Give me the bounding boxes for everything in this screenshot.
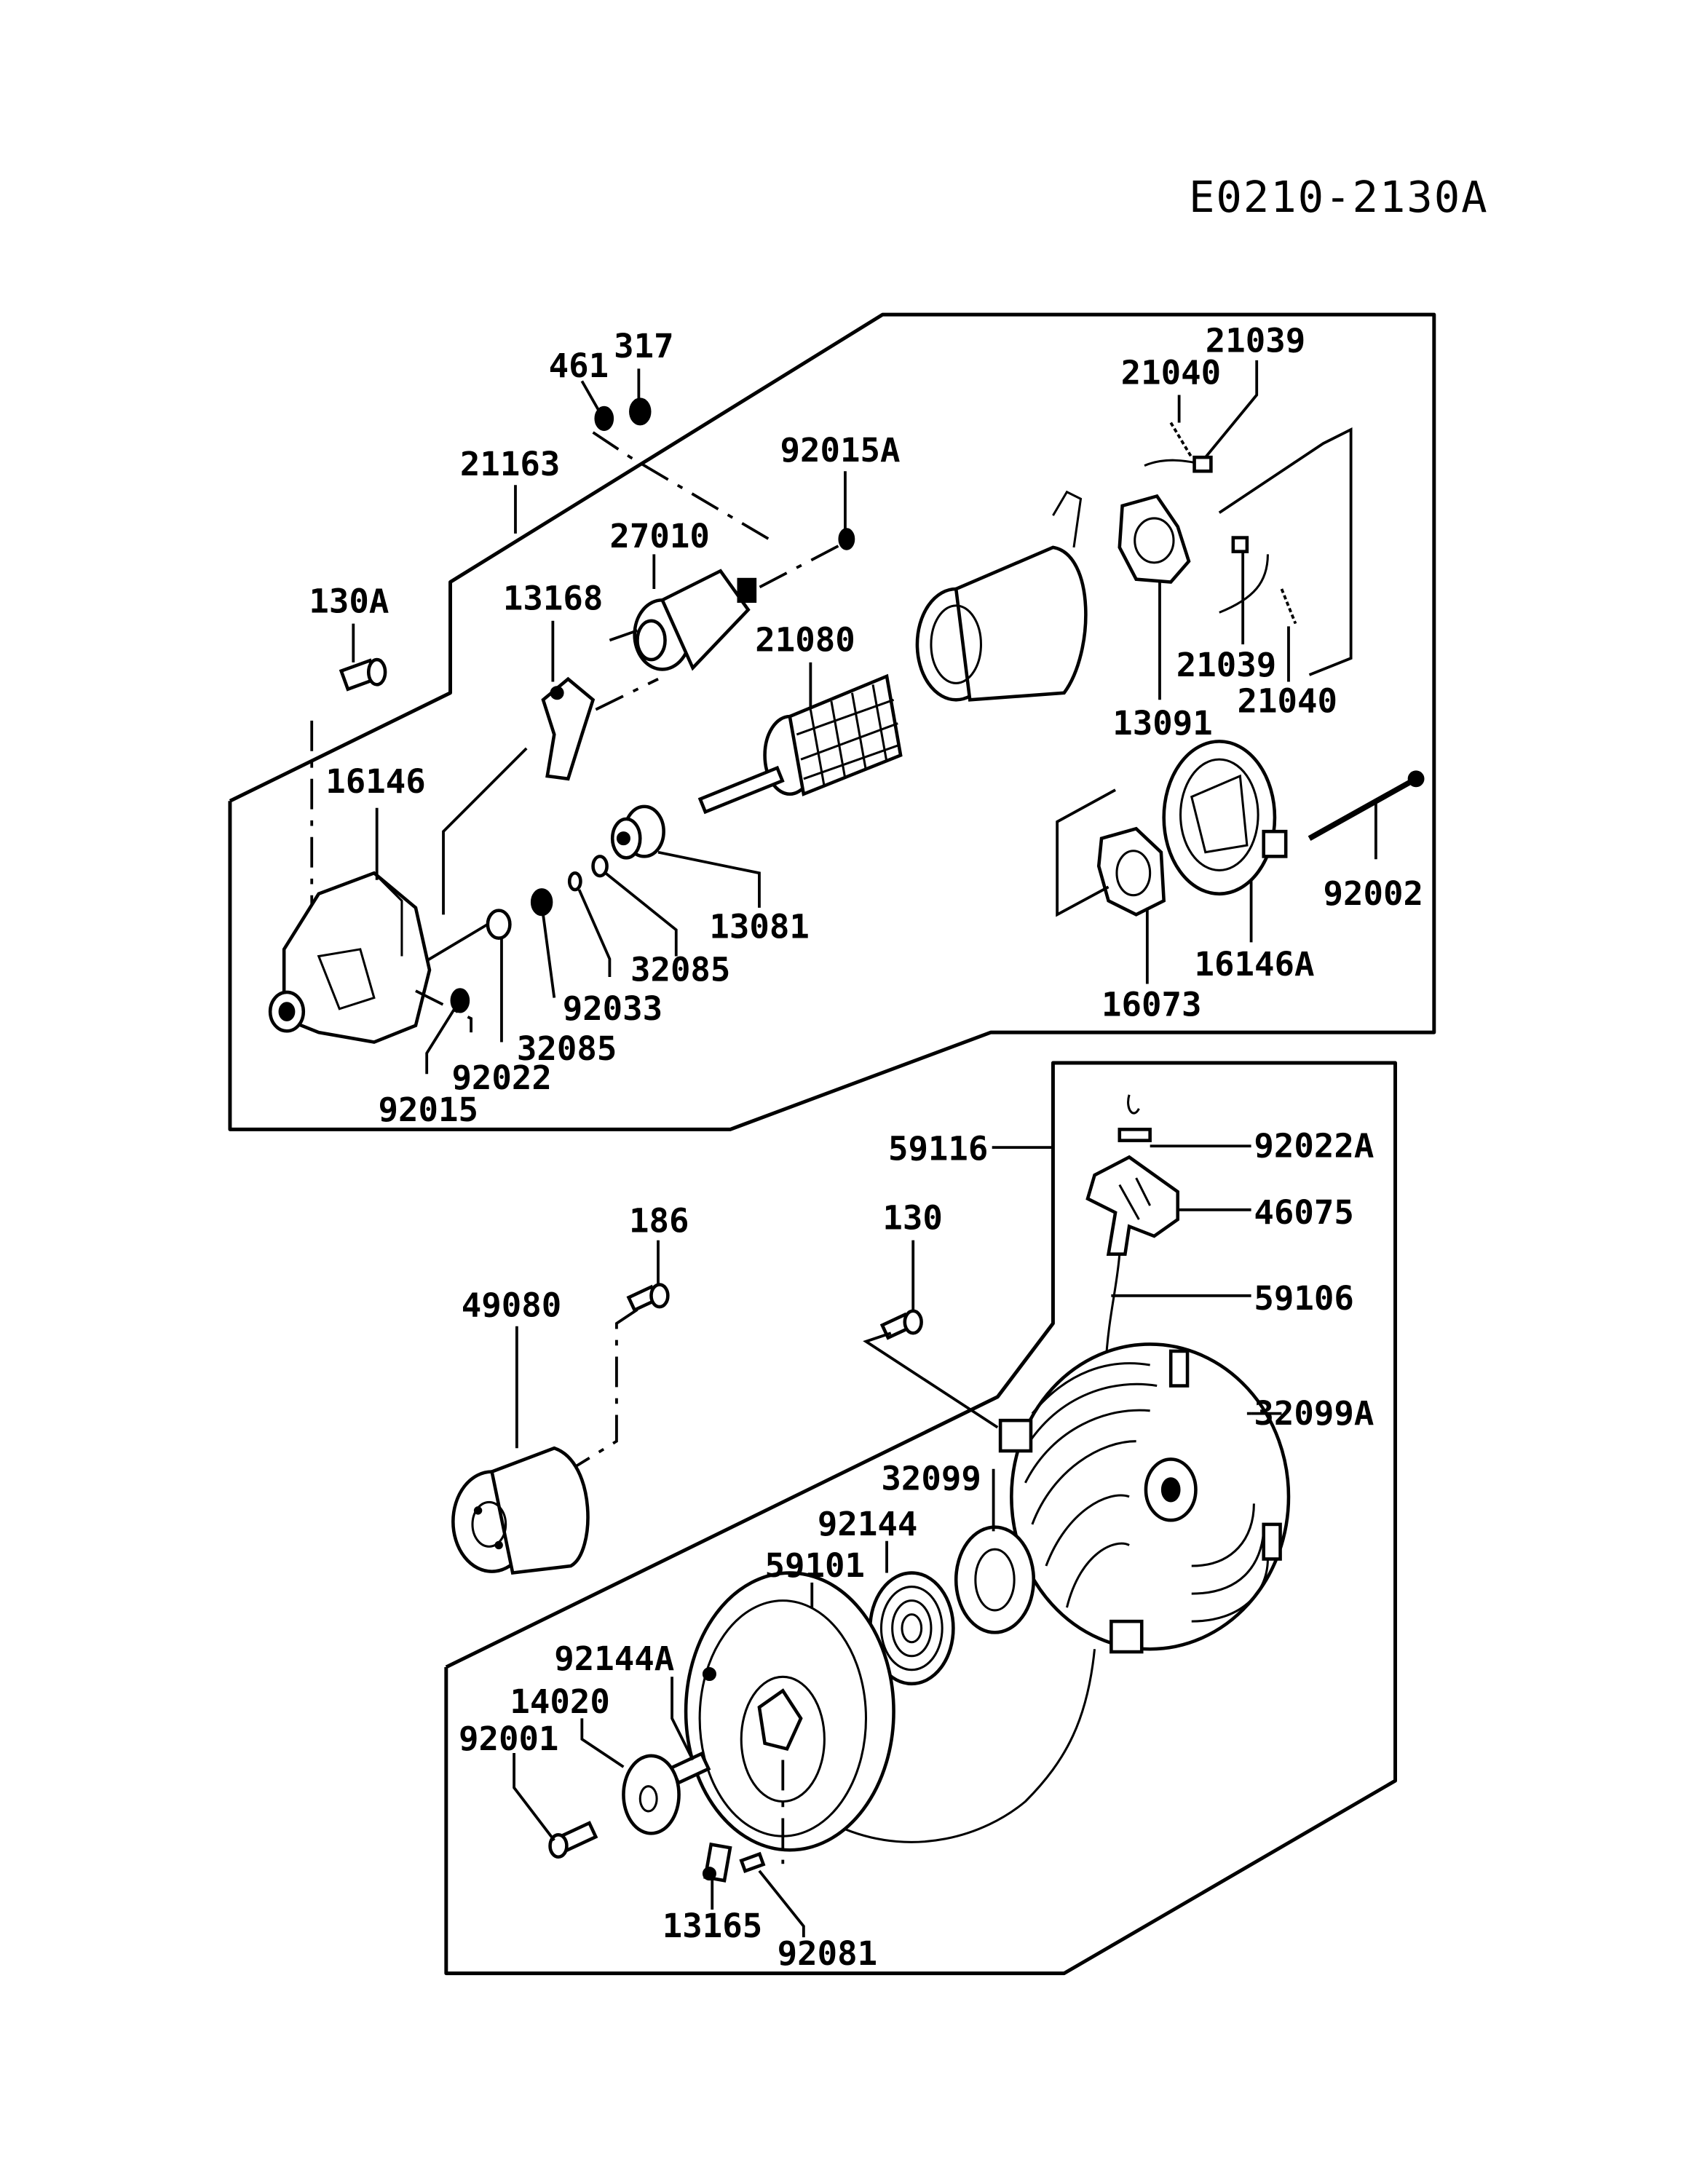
washer-32099 bbox=[954, 1525, 1036, 1634]
label-21040-lower: 21040 bbox=[1238, 681, 1337, 720]
label-16073: 16073 bbox=[1101, 985, 1201, 1024]
label-16146: 16146 bbox=[325, 762, 425, 801]
label-21039-lower: 21039 bbox=[1176, 646, 1276, 684]
bracket-16073 bbox=[1056, 788, 1116, 917]
label-32085-b: 32085 bbox=[517, 1029, 617, 1068]
label-92144A: 92144A bbox=[554, 1639, 674, 1678]
guide-14020 bbox=[622, 1754, 681, 1835]
spring-92144 bbox=[868, 1571, 955, 1686]
leader-32085b bbox=[542, 914, 556, 998]
bolt-130A bbox=[339, 657, 387, 692]
nut-92015 bbox=[450, 988, 470, 1013]
brush-spring-top bbox=[1144, 422, 1213, 473]
label-59106: 59106 bbox=[1254, 1279, 1353, 1318]
leader-92001 bbox=[513, 1752, 555, 1842]
centerline-solenoid bbox=[747, 545, 839, 595]
centerline-130 bbox=[863, 1332, 999, 1429]
label-27010: 27010 bbox=[609, 517, 709, 555]
ratchet-13165 bbox=[702, 1842, 732, 1883]
rope-59106 bbox=[1104, 1254, 1121, 1366]
label-21039-top: 21039 bbox=[1206, 321, 1305, 360]
starter-group-frame bbox=[228, 312, 1436, 1131]
label-92144: 92144 bbox=[818, 1505, 917, 1543]
leader-14020 bbox=[580, 1718, 625, 1768]
label-46075: 46075 bbox=[1254, 1193, 1353, 1232]
washer-92022 bbox=[486, 909, 512, 940]
recoil-case-32099A bbox=[998, 1342, 1291, 1654]
label-21163: 21163 bbox=[460, 445, 560, 483]
leader-92081 bbox=[758, 1870, 805, 1938]
leader-92015 bbox=[425, 1008, 456, 1075]
spring-92081 bbox=[739, 1851, 766, 1874]
label-130: 130 bbox=[882, 1198, 942, 1237]
screw-186 bbox=[626, 1283, 670, 1313]
label-49080: 49080 bbox=[462, 1286, 561, 1324]
nut-92015A bbox=[838, 528, 855, 550]
label-461: 461 bbox=[549, 347, 609, 385]
label-21040-top: 21040 bbox=[1121, 353, 1221, 392]
label-317: 317 bbox=[614, 327, 673, 365]
label-92033: 92033 bbox=[563, 989, 662, 1028]
plate-16073 bbox=[1096, 826, 1166, 917]
leader-lever-link bbox=[442, 747, 528, 915]
brush-spring-lower bbox=[1219, 536, 1297, 625]
handle-46075 bbox=[1085, 1094, 1180, 1257]
ring-92033 bbox=[567, 871, 582, 892]
label-13091: 13091 bbox=[1112, 704, 1212, 743]
label-32099: 32099 bbox=[881, 1459, 981, 1497]
label-92022A: 92022A bbox=[1254, 1126, 1374, 1165]
centerline-92015 bbox=[415, 989, 472, 1033]
bolt-92001 bbox=[548, 1821, 598, 1859]
shift-lever-13168 bbox=[541, 676, 596, 781]
leader-92144A bbox=[671, 1677, 695, 1761]
label-13165: 13165 bbox=[662, 1907, 762, 1945]
label-92015A: 92015A bbox=[780, 431, 901, 470]
label-130A: 130A bbox=[309, 582, 389, 620]
pinion-13081 bbox=[610, 804, 665, 860]
label-92022: 92022 bbox=[451, 1059, 551, 1097]
leader-461 bbox=[580, 380, 600, 411]
ring-32085a bbox=[591, 855, 609, 878]
nut-317 bbox=[629, 397, 652, 426]
leader-32085a bbox=[604, 871, 678, 957]
label-13168: 13168 bbox=[503, 579, 603, 618]
washer-461 bbox=[594, 405, 614, 432]
recoil-group-frame bbox=[444, 1061, 1397, 1976]
bolt-130 bbox=[879, 1309, 923, 1340]
leader-92033 bbox=[577, 889, 612, 978]
label-21080: 21080 bbox=[755, 621, 855, 660]
label-92002: 92002 bbox=[1324, 874, 1423, 913]
rear-cover-16146A bbox=[1162, 740, 1288, 896]
bracket-brush bbox=[1218, 427, 1353, 676]
label-92081: 92081 bbox=[778, 1934, 877, 1973]
label-59116: 59116 bbox=[888, 1129, 988, 1168]
label-16146A: 16146A bbox=[1195, 945, 1315, 984]
centerline-lever bbox=[595, 678, 659, 711]
through-bolt-92002 bbox=[1308, 770, 1425, 841]
brush-holder-13091 bbox=[1118, 494, 1191, 584]
solenoid-27010 bbox=[609, 569, 757, 671]
yoke-housing bbox=[915, 490, 1088, 702]
label-59101: 59101 bbox=[765, 1546, 865, 1585]
armature-21080 bbox=[697, 673, 903, 815]
label-92015: 92015 bbox=[379, 1091, 478, 1129]
diagram-code: E0210-2130A bbox=[1189, 172, 1489, 222]
label-14020: 14020 bbox=[510, 1682, 609, 1721]
reel-59101 bbox=[684, 1571, 1096, 1852]
pulley-49080 bbox=[451, 1446, 590, 1575]
label-32099A: 32099A bbox=[1254, 1394, 1374, 1433]
label-92001: 92001 bbox=[459, 1720, 558, 1758]
front-housing-16146 bbox=[268, 871, 432, 1044]
centerline-terminal bbox=[592, 431, 777, 545]
label-186: 186 bbox=[629, 1201, 689, 1240]
leader-13081 bbox=[657, 850, 761, 908]
leader-21039a bbox=[1204, 360, 1259, 459]
label-32085-a: 32085 bbox=[630, 951, 730, 989]
washer-32085b bbox=[530, 888, 553, 917]
label-13081: 13081 bbox=[709, 908, 809, 946]
